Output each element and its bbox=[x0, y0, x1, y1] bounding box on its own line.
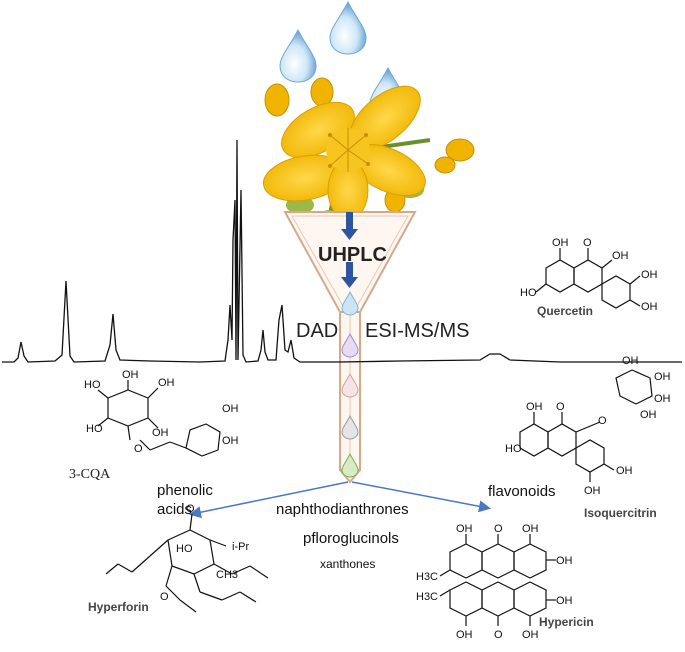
drop-icon bbox=[341, 332, 359, 358]
water-drop-icon bbox=[329, 0, 367, 55]
hyperforin-structure bbox=[105, 513, 269, 613]
atom-i-pr: i-Pr bbox=[232, 541, 249, 553]
atom-oh: OH bbox=[556, 555, 573, 567]
atom-oh: OH bbox=[526, 401, 543, 413]
isoquercitrin-structure bbox=[519, 369, 653, 482]
arrow-to-flavonoids bbox=[351, 481, 491, 513]
naphthodianthrones-label: naphthodianthrones bbox=[276, 501, 409, 518]
atom-ho: HO bbox=[84, 379, 101, 391]
atom-oh: OH bbox=[640, 409, 657, 421]
atom-o: O bbox=[598, 415, 607, 427]
hypericin-name: Hypericin bbox=[539, 615, 594, 629]
atom-o: O bbox=[494, 523, 503, 535]
atom-o: O bbox=[494, 629, 503, 641]
atom-oh: OH bbox=[456, 629, 473, 641]
atom-o: O bbox=[134, 443, 143, 455]
atom-oh: OH bbox=[641, 269, 658, 281]
drop-icon bbox=[341, 372, 359, 398]
atom-oh: OH bbox=[456, 523, 473, 535]
atom-ch3: CH3 bbox=[216, 569, 238, 581]
water-drop-icon bbox=[279, 28, 317, 83]
atom-oh: OH bbox=[654, 371, 671, 383]
atom-ho: HO bbox=[86, 423, 103, 435]
drop-icon bbox=[341, 290, 359, 316]
atom-oh: OH bbox=[122, 369, 139, 381]
hyperforin-name: Hyperforin bbox=[88, 600, 149, 614]
atom-h3c: H3C bbox=[416, 571, 438, 583]
atom-oh: OH bbox=[222, 403, 239, 415]
atom-oh: OH bbox=[641, 301, 658, 313]
cqa-structure bbox=[97, 380, 221, 457]
atom-oh: OH bbox=[222, 435, 239, 447]
atom-oh: OH bbox=[158, 377, 175, 389]
atom-oh: OH bbox=[522, 523, 539, 535]
flavonoids-label: flavonoids bbox=[488, 483, 556, 500]
esi-ms-label: ESI-MS/MS bbox=[365, 320, 470, 342]
chromatogram-trace bbox=[2, 139, 682, 363]
hypericin-structure bbox=[439, 534, 556, 626]
drop-icon bbox=[341, 414, 359, 440]
quercetin-structure bbox=[535, 248, 641, 309]
isoquercitrin-name: Isoquercitrin bbox=[584, 506, 657, 520]
atom-oh: OH bbox=[584, 485, 601, 497]
atom-oh: OH bbox=[654, 393, 671, 405]
atom-h3c: H3C bbox=[416, 591, 438, 603]
quercetin-name: Quercetin bbox=[537, 304, 594, 318]
atom-oh: OH bbox=[556, 595, 573, 607]
arrow-to-phenolic bbox=[189, 481, 349, 519]
phenolic-acids-label: phenolic acids bbox=[157, 482, 213, 518]
structures bbox=[97, 248, 653, 626]
atom-labels: OH O OH HO OH OH HO OH OH HO OH O OH OH … bbox=[84, 237, 671, 641]
dad-label: DAD bbox=[296, 320, 339, 342]
phloroglucinols-label: pfloroglucinols bbox=[303, 530, 399, 547]
atom-o: O bbox=[186, 503, 195, 515]
atom-ho: HO bbox=[505, 443, 522, 455]
flow-arrows bbox=[341, 212, 358, 288]
drop-icon bbox=[341, 452, 359, 478]
atom-oh: OH bbox=[522, 629, 539, 641]
st-johns-wort-flower bbox=[262, 77, 475, 226]
atom-oh: OH bbox=[612, 250, 629, 262]
atom-oh: OH bbox=[152, 427, 169, 439]
uhplc-label: UHPLC bbox=[318, 244, 387, 266]
atom-ho: HO bbox=[520, 287, 537, 299]
atom-oh: OH bbox=[616, 465, 633, 477]
atom-o: O bbox=[583, 237, 592, 249]
atom-o: O bbox=[556, 401, 565, 413]
atom-oh: OH bbox=[622, 355, 639, 367]
atom-ho: HO bbox=[176, 543, 193, 555]
cqa-name: 3-CQA bbox=[69, 467, 111, 482]
atom-o: O bbox=[160, 591, 169, 603]
xanthones-label: xanthones bbox=[320, 557, 376, 571]
atom-oh: OH bbox=[552, 237, 569, 249]
